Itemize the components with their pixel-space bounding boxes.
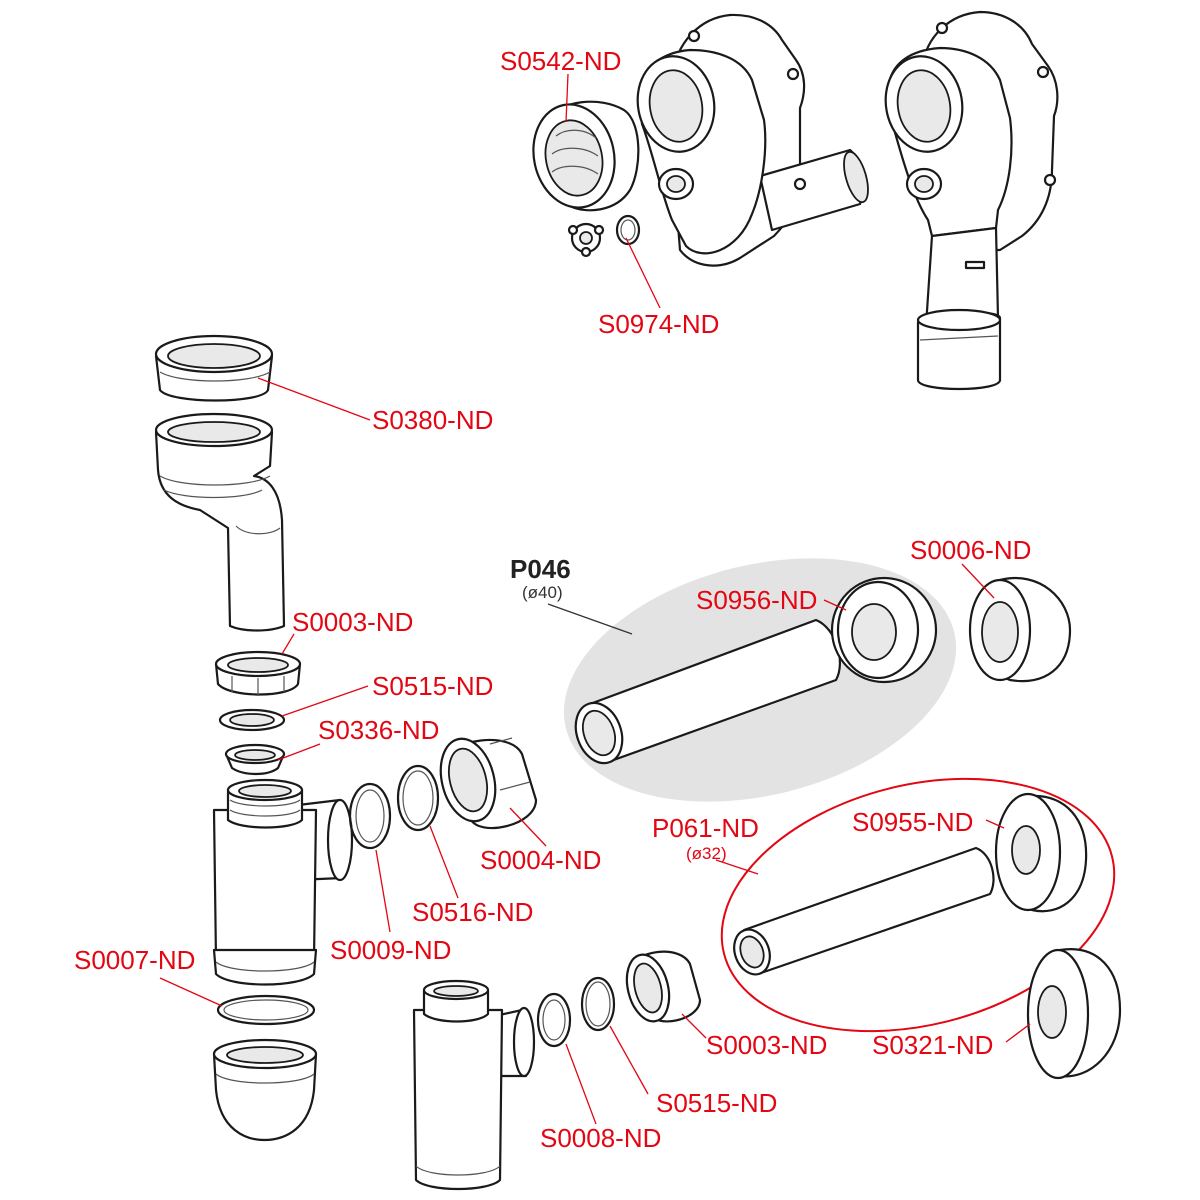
ring-s0008 — [536, 992, 572, 1048]
label-s0321: S0321-ND — [872, 1030, 993, 1060]
label-s0956: S0956-ND — [696, 585, 817, 615]
label-p061: P061-ND — [652, 813, 759, 843]
label-s0007: S0007-ND — [74, 945, 195, 975]
nut-s0003-top — [214, 650, 302, 696]
label-s0336: S0336-ND — [318, 715, 439, 745]
label-s0008: S0008-ND — [540, 1123, 661, 1153]
tube-p046 — [574, 618, 841, 765]
washer-s0515-bottom — [580, 976, 616, 1032]
ring-s0009 — [348, 782, 392, 850]
o-ring-s0974 — [615, 214, 641, 246]
label-p061-diameter: (ø32) — [686, 844, 727, 863]
label-s0009: S0009-ND — [330, 935, 451, 965]
o-ring-s0007 — [216, 994, 316, 1026]
tube-p061 — [733, 846, 995, 976]
screw-cap — [567, 222, 605, 258]
label-s0003-top: S0003-ND — [292, 607, 413, 637]
nut-s0003-bottom — [625, 950, 702, 1023]
label-s0515-bottom: S0515-ND — [656, 1088, 777, 1118]
label-s0380: S0380-ND — [372, 405, 493, 435]
cone-seal-s0336 — [224, 743, 286, 776]
sleeve-s0542 — [532, 100, 640, 212]
label-s0974: S0974-ND — [598, 309, 719, 339]
rosette-s0956 — [830, 576, 938, 684]
label-s0006: S0006-ND — [910, 535, 1031, 565]
washer-s0516 — [396, 764, 440, 832]
part-labels: S0542-ND S0974-ND S0380-ND S0003-ND S051… — [74, 46, 1031, 1153]
label-p046: P046 — [510, 554, 571, 584]
label-s0955: S0955-ND — [852, 807, 973, 837]
label-s0542: S0542-ND — [500, 46, 621, 76]
bottle-trap-small — [412, 979, 536, 1191]
nut-s0004 — [439, 737, 538, 830]
leader-lines — [159, 73, 1031, 1125]
rosette-s0955 — [994, 792, 1088, 913]
label-p046-diameter: (ø40) — [522, 583, 563, 602]
p061-highlight-outline — [720, 777, 1116, 1033]
reducer-ring-s0380 — [154, 334, 274, 402]
label-s0004: S0004-ND — [480, 845, 601, 875]
label-s0515-top: S0515-ND — [372, 671, 493, 701]
bottom-cup — [212, 1038, 318, 1142]
wall-siphon-vertical-outlet — [884, 10, 1059, 391]
label-s0516: S0516-ND — [412, 897, 533, 927]
tailpiece — [154, 412, 286, 632]
label-s0003-bottom: S0003-ND — [706, 1030, 827, 1060]
escutcheon-s0321 — [1026, 948, 1122, 1080]
escutcheon-s0006 — [968, 577, 1072, 683]
bottle-trap-body — [212, 778, 354, 986]
wall-siphon-side-outlet — [636, 13, 869, 267]
